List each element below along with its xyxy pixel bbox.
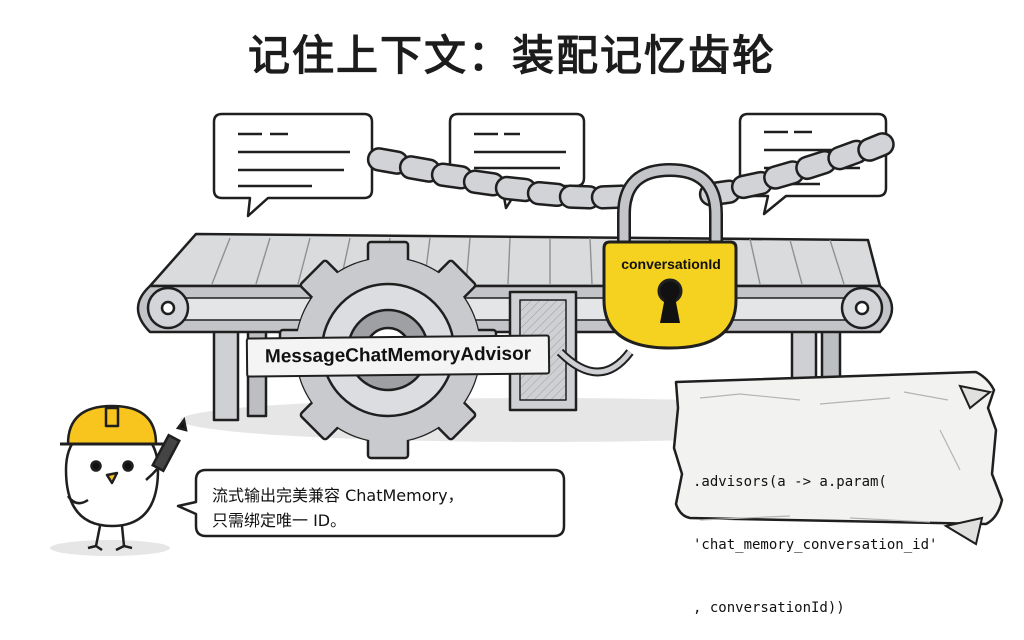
code-snippet: .advisors(a -> a.param( 'chat_memory_con…	[693, 430, 993, 640]
chick-speech-text: 流式输出完美兼容 ChatMemory， 只需绑定唯一 ID。	[212, 483, 552, 533]
pen-icon	[151, 417, 188, 473]
chick-speech-line-2: 只需绑定唯一 ID。	[212, 511, 347, 530]
code-line-2: 'chat_memory_conversation_id'	[693, 537, 938, 553]
chick-speech-line-1: 流式输出完美兼容 ChatMemory，	[212, 486, 464, 505]
conversation-id-label: conversationId	[621, 256, 721, 272]
chick-speech-bubble	[176, 468, 566, 538]
advisor-label: MessageChatMemoryAdvisor	[245, 334, 551, 378]
chick-mascot-icon	[60, 404, 170, 552]
code-line-1: .advisors(a -> a.param(	[693, 474, 887, 490]
code-line-3: , conversationId))	[693, 600, 845, 616]
illustration-canvas: 记住上下文：装配记忆齿轮 MessageChatMemoryAdvisor co…	[50, 31, 1004, 616]
chat-bubble-icon	[212, 112, 374, 218]
padlock-icon	[602, 163, 738, 350]
page-title: 记住上下文：装配记忆齿轮	[247, 31, 776, 80]
code-card	[672, 370, 1004, 526]
